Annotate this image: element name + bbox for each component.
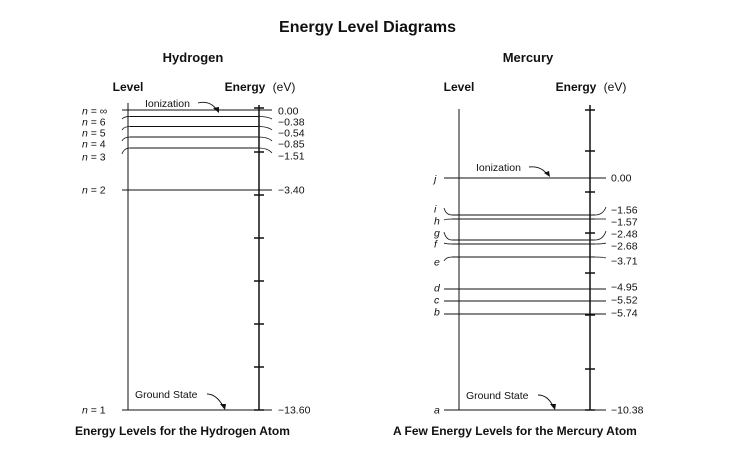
mercury-level-connector-left xyxy=(443,242,453,245)
hydrogen-n-symbol: n xyxy=(82,106,88,118)
mercury-level-connector-right xyxy=(594,206,607,216)
mercury-level-label: g xyxy=(434,228,440,240)
hydrogen-energy-header-unit: (eV) xyxy=(273,80,296,94)
mercury-ionization-arrowhead xyxy=(544,171,550,177)
mercury-level-label: d xyxy=(434,283,441,295)
mercury-energy-label: −5.52 xyxy=(611,295,638,307)
mercury-level-header: Level xyxy=(444,80,475,94)
mercury-level-connector-left xyxy=(443,207,453,216)
hydrogen-n-symbol: n xyxy=(82,152,88,164)
mercury-energy-label: −3.71 xyxy=(611,256,638,268)
mercury-level-connector-left xyxy=(443,218,453,221)
mercury-level-label: i xyxy=(434,204,437,216)
mercury-energy-header-unit: (eV) xyxy=(604,80,627,94)
mercury-energy-header: Energy (eV) xyxy=(556,80,627,94)
hydrogen-level-connector-right xyxy=(257,136,273,142)
hydrogen-n-symbol: n xyxy=(82,139,88,151)
mercury-level-connector-right xyxy=(594,256,607,259)
hydrogen-energy-label: −0.54 xyxy=(278,128,305,140)
mercury-ionization-label: Ionization xyxy=(476,162,521,174)
page-title: Energy Level Diagrams xyxy=(279,19,456,36)
hydrogen-n-value: = 5 xyxy=(88,128,106,140)
hydrogen-n-symbol: n xyxy=(82,128,88,140)
hydrogen-ionization-label: Ionization xyxy=(145,98,190,110)
hydrogen-level-connector-left xyxy=(121,116,131,120)
mercury-ground-state-label: Ground State xyxy=(466,390,529,402)
mercury-level-connector-left xyxy=(443,256,453,262)
mercury-caption: A Few Energy Levels for the Mercury Atom xyxy=(393,424,637,438)
mercury-level-connector-right xyxy=(594,242,607,245)
hydrogen-level-label: n = ∞ xyxy=(82,106,107,118)
mercury-level-label: f xyxy=(434,239,438,251)
hydrogen-n-symbol: n xyxy=(82,405,88,417)
hydrogen-level-header: Level xyxy=(113,80,144,94)
mercury-energy-label: −10.38 xyxy=(611,405,644,417)
mercury-energy-header-word: Energy xyxy=(556,80,597,94)
mercury-energy-label: 0.00 xyxy=(611,173,632,185)
mercury-level-label: e xyxy=(434,257,440,269)
hydrogen-level-connector-right xyxy=(257,126,273,131)
hydrogen-ground-state-arrowhead xyxy=(220,404,226,410)
hydrogen-panel: Hydrogen Level Energy (eV) n = ∞0.00n = … xyxy=(82,50,311,417)
mercury-ground-state-arrowhead xyxy=(550,404,556,410)
hydrogen-level-label: n = 2 xyxy=(82,185,106,197)
hydrogen-n-value: = ∞ xyxy=(88,106,107,118)
hydrogen-level-connector-right xyxy=(257,147,273,154)
hydrogen-level-connector-left xyxy=(121,126,131,131)
hydrogen-ground-state-label: Ground State xyxy=(135,389,198,401)
hydrogen-level-label: n = 5 xyxy=(82,128,106,140)
hydrogen-level-label: n = 6 xyxy=(82,117,106,129)
mercury-energy-label: −2.48 xyxy=(611,229,638,241)
hydrogen-caption: Energy Levels for the Hydrogen Atom xyxy=(75,424,290,438)
hydrogen-level-label: n = 3 xyxy=(82,152,106,164)
hydrogen-n-value: = 3 xyxy=(88,152,106,164)
hydrogen-ionization-arrowhead xyxy=(213,107,219,113)
mercury-energy-label: −1.56 xyxy=(611,205,638,217)
hydrogen-n-symbol: n xyxy=(82,185,88,197)
hydrogen-n-value: = 2 xyxy=(88,185,106,197)
mercury-level-connector-left xyxy=(443,231,453,241)
hydrogen-level-label: n = 4 xyxy=(82,139,106,151)
hydrogen-energy-label: −0.85 xyxy=(278,139,305,151)
hydrogen-energy-header: Energy (eV) xyxy=(225,80,296,94)
mercury-energy-label: −2.68 xyxy=(611,241,638,253)
hydrogen-heading: Hydrogen xyxy=(163,50,224,65)
mercury-heading: Mercury xyxy=(503,50,554,65)
hydrogen-level-label: n = 1 xyxy=(82,405,106,417)
hydrogen-level-connector-right xyxy=(257,116,273,120)
hydrogen-energy-label: −13.60 xyxy=(278,405,311,417)
hydrogen-levels: n = ∞ 0.00 n = 6 −0.38 n = 5 −0.54 n = 4 −0.85 n… xyxy=(82,106,311,417)
mercury-levels: j 0.00 i −1.56 h −1.57 g −2.48 f −2.68 e −3.71 d −4.9… xyxy=(432,173,644,417)
mercury-energy-label: −1.57 xyxy=(611,217,638,229)
hydrogen-energy-label: −0.38 xyxy=(278,117,305,129)
mercury-level-label: j xyxy=(432,174,437,186)
hydrogen-energy-label: −3.40 xyxy=(278,185,305,197)
mercury-energy-label: −4.95 xyxy=(611,282,638,294)
hydrogen-n-symbol: n xyxy=(82,117,88,129)
mercury-level-label: h xyxy=(434,216,440,228)
mercury-level-label: a xyxy=(434,405,440,417)
mercury-level-label: c xyxy=(434,295,440,307)
mercury-level-connector-right xyxy=(594,230,607,241)
hydrogen-n-value: = 4 xyxy=(88,139,106,151)
hydrogen-energy-label: 0.00 xyxy=(278,106,299,118)
mercury-energy-label: −5.74 xyxy=(611,308,638,320)
hydrogen-n-value: = 6 xyxy=(88,117,106,129)
hydrogen-energy-header-word: Energy xyxy=(225,80,266,94)
mercury-panel: Mercury Level Energy (eV) j 0.00 i −1.56 h −1… xyxy=(432,50,644,417)
hydrogen-energy-label: −1.51 xyxy=(278,151,305,163)
mercury-level-label: b xyxy=(434,307,440,319)
hydrogen-level-connector-left xyxy=(121,136,131,142)
hydrogen-n-value: = 1 xyxy=(88,405,106,417)
hydrogen-level-connector-left xyxy=(121,147,131,155)
